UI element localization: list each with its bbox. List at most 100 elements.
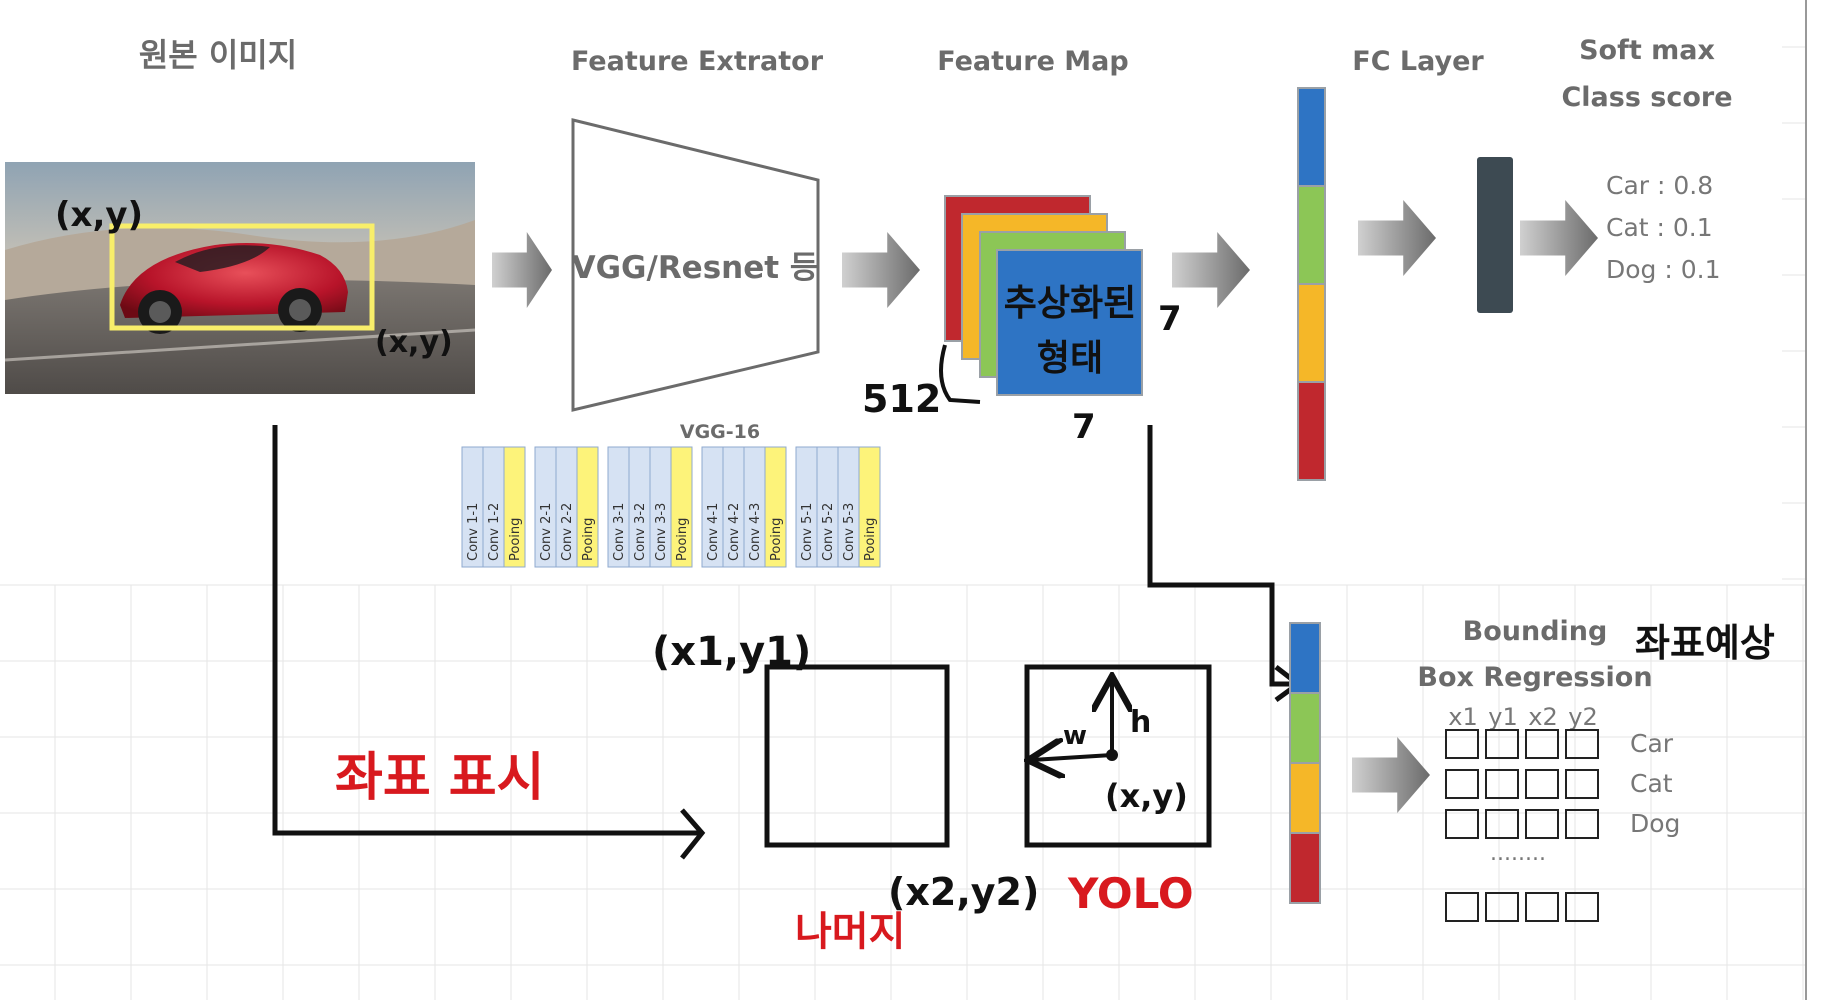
yolo-w-label: w	[1063, 721, 1087, 751]
image-top-left-coord: (x,y)	[55, 195, 143, 235]
rest-label: 나머지	[795, 909, 905, 955]
fc-output-bar	[1477, 157, 1513, 313]
yolo-center-coord: (x,y)	[1105, 777, 1188, 815]
coord-predict-label: 좌표예상	[1635, 621, 1775, 665]
vgg-layer-label: Conv 4-1	[706, 503, 721, 561]
yolo-box	[1024, 664, 1212, 848]
vgg16-blocks: Conv 1-1 Conv 1-2 Pooing Conv 2-1 Conv 2-2 Po…	[461, 446, 881, 568]
vgg-title: VGG-16	[680, 421, 760, 443]
bbox-cell	[1525, 729, 1559, 759]
fc-layer-column	[1297, 87, 1326, 481]
bbox-cell	[1525, 892, 1559, 922]
class-score-item: Dog : 0.1	[1606, 255, 1721, 284]
vgg-layer-label: Conv 5-3	[842, 503, 857, 561]
vgg-layer-label: Pooing	[581, 518, 596, 561]
title-original-image: 원본 이미지	[139, 36, 297, 74]
feature-map-dim-side: 7	[1158, 299, 1182, 339]
bbox-row-label: Car	[1630, 729, 1674, 758]
coord-flow-arrowhead	[680, 808, 706, 860]
flow-arrow-icon	[492, 232, 552, 308]
coord-flow-line	[272, 425, 700, 836]
bbox-title-line2: Box Regression	[1417, 662, 1652, 693]
car-photo	[4, 162, 476, 394]
vgg-layer-label: Conv 1-2	[487, 503, 502, 561]
x1y1-box	[764, 664, 950, 848]
title-softmax: Soft max	[1579, 35, 1715, 66]
bbox-cell	[1485, 892, 1519, 922]
vgg-pool-cell	[858, 446, 881, 568]
feature-map-stack	[944, 195, 1143, 396]
vgg-pool-cell	[503, 446, 526, 568]
vgg-layer-label: Pooing	[769, 518, 784, 561]
yolo-label: YOLO	[1067, 869, 1194, 918]
vgg-layer-label: Conv 4-2	[727, 503, 742, 561]
feature-extractor-shape	[571, 118, 820, 412]
flow-arrow-icon	[1520, 200, 1598, 276]
bbox-row-label: Dog	[1630, 809, 1680, 838]
feature-extractor-label: VGG/Resnet 등	[572, 250, 819, 286]
bbox-fc-segment	[1289, 622, 1321, 694]
fc-layer-segment	[1297, 283, 1326, 383]
feature-to-bbox-line	[1147, 425, 1290, 687]
bbox-ellipsis: ........	[1490, 841, 1546, 866]
bbox-cell	[1445, 809, 1479, 839]
vgg-layer-label: Conv 1-1	[466, 503, 481, 561]
bbox-cell	[1485, 769, 1519, 799]
bbox-column-header: y1	[1488, 703, 1517, 731]
fc-layer-segment	[1297, 381, 1326, 481]
bbox-fc-segment	[1289, 692, 1321, 764]
bbox-cell	[1445, 729, 1479, 759]
vgg-layer-label: Pooing	[508, 518, 523, 561]
bbox-cell	[1525, 769, 1559, 799]
yolo-h-label: h	[1130, 705, 1151, 740]
title-fc-layer: FC Layer	[1352, 46, 1484, 77]
vgg-layer-label: Pooing	[675, 518, 690, 561]
depth-bracket	[939, 344, 981, 404]
vgg-layer-label: Pooing	[863, 518, 878, 561]
flow-arrow-icon	[1352, 737, 1430, 813]
vgg-layer-label: Conv 4-3	[748, 503, 763, 561]
yolo-center-dot	[1106, 749, 1118, 761]
coord-display-label: 좌표 표시	[335, 748, 544, 808]
fc-layer-segment	[1297, 87, 1326, 187]
vgg-pool-cell	[576, 446, 599, 568]
vgg-layer-label: Conv 3-2	[633, 503, 648, 561]
vgg-layer-label: Conv 5-1	[800, 503, 815, 561]
image-bottom-right-coord: (x,y)	[375, 325, 453, 360]
bbox-cell	[1565, 809, 1599, 839]
bbox-cell	[1565, 769, 1599, 799]
feature-map-dim-depth: 512	[862, 377, 941, 421]
vgg-pool-cell	[670, 446, 693, 568]
bbox-column-header: y2	[1568, 703, 1597, 731]
class-score-item: Car : 0.8	[1606, 171, 1713, 200]
class-score-item: Cat : 0.1	[1606, 213, 1713, 242]
bbox-cell	[1565, 892, 1599, 922]
bbox-title-line1: Bounding	[1463, 616, 1608, 647]
flow-arrow-icon	[1358, 200, 1436, 276]
bbox-cell	[1565, 729, 1599, 759]
bbox-fc-segment	[1289, 762, 1321, 834]
title-class-score: Class score	[1561, 82, 1732, 113]
car-bounding-box	[109, 223, 375, 331]
background-grid	[0, 46, 1806, 1000]
vgg-layer-label: Conv 2-1	[539, 503, 554, 561]
title-feature-extractor: Feature Extrator	[571, 46, 824, 77]
title-feature-map: Feature Map	[937, 46, 1128, 77]
bbox-cell	[1485, 729, 1519, 759]
vgg-layer-label: Conv 2-2	[560, 503, 575, 561]
bbox-column-header: x2	[1528, 703, 1557, 731]
feature-map-text-line1: 추상화된	[1004, 283, 1136, 324]
vgg-layer-label: Conv 3-3	[654, 503, 669, 561]
feature-map-dim-bottom: 7	[1072, 407, 1096, 447]
vgg-layer-label: Conv 5-2	[821, 503, 836, 561]
vgg-pool-cell	[764, 446, 787, 568]
bbox-cell	[1525, 809, 1559, 839]
bbox-cell	[1445, 769, 1479, 799]
box-top-left-coord: (x1,y1)	[652, 629, 811, 675]
bbox-fc-column	[1289, 622, 1321, 904]
bbox-fc-segment	[1289, 832, 1321, 904]
fc-layer-segment	[1297, 185, 1326, 285]
